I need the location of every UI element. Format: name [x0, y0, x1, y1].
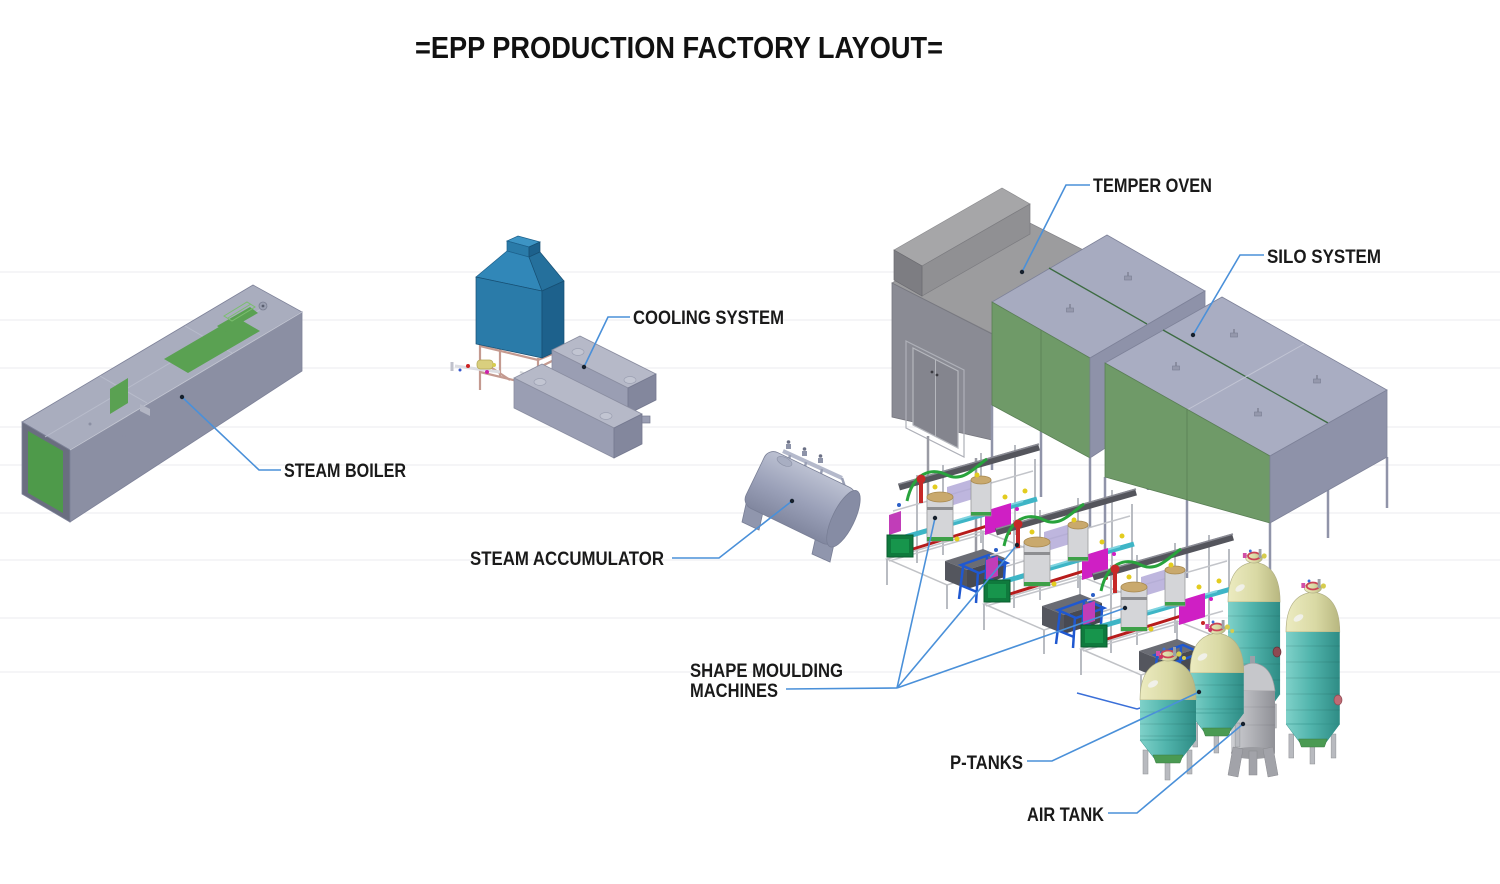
- temper-oven-model: [891, 187, 1136, 556]
- p-tanks-leader: [1027, 689, 1202, 762]
- shape-moulding-label-line1: SHAPE MOULDING: [690, 661, 843, 682]
- silo-box-front: [1103, 296, 1389, 600]
- p-tanks-model: [1139, 548, 1343, 781]
- temper-oven-label: TEMPER OVEN: [1093, 176, 1212, 197]
- cooling-system-leader: [581, 316, 630, 370]
- steam-boiler-leader: [179, 394, 281, 471]
- air-tank-leader: [1108, 721, 1246, 814]
- cooling-system-model: [450, 235, 657, 459]
- chiller-tank-front: [513, 363, 651, 459]
- boiler-hatch: [223, 301, 256, 322]
- silo-front-end-face: [1269, 389, 1388, 524]
- oven-door-frame: [905, 340, 965, 458]
- page-title: =EPP PRODUCTION FACTORY LAYOUT=: [415, 30, 943, 65]
- temper-oven-leader: [1019, 184, 1090, 275]
- accumulator-body: [744, 451, 861, 548]
- callout-labels: TEMPER OVEN SILO SYSTEM COOLING SYSTEM S…: [284, 176, 1381, 826]
- p-tanks-label: P-TANKS: [950, 753, 1023, 774]
- cooling-system-label: COOLING SYSTEM: [633, 308, 784, 329]
- steam-accumulator-model: [741, 440, 861, 563]
- silo-system-leader: [1190, 254, 1264, 338]
- boiler-green-panel-small: [110, 378, 128, 414]
- boiler-green-panel: [164, 317, 260, 373]
- oven-penthouse: [893, 187, 1031, 297]
- cooling-pump: [476, 359, 494, 370]
- boiler-end-green-panel: [28, 431, 63, 513]
- boiler-hatch-plate: [140, 404, 150, 416]
- boiler-green-strip: [217, 307, 258, 332]
- shape-moulding-leader: [785, 515, 1128, 690]
- silo-system-label: SILO SYSTEM: [1267, 247, 1381, 268]
- accumulator-valves: [786, 440, 823, 463]
- cooling-tower: [475, 235, 565, 359]
- air-tank-label: AIR TANK: [1027, 805, 1104, 826]
- steam-accumulator-label: STEAM ACCUMULATOR: [470, 549, 664, 570]
- p-tank-rear-right: [1285, 578, 1341, 765]
- steam-boiler-label: STEAM BOILER: [284, 461, 406, 482]
- shape-moulding-label-line2: MACHINES: [690, 681, 778, 702]
- callout-leaders: [179, 184, 1264, 814]
- steam-boiler-model: [21, 284, 303, 523]
- steam-accumulator-leader: [672, 498, 795, 559]
